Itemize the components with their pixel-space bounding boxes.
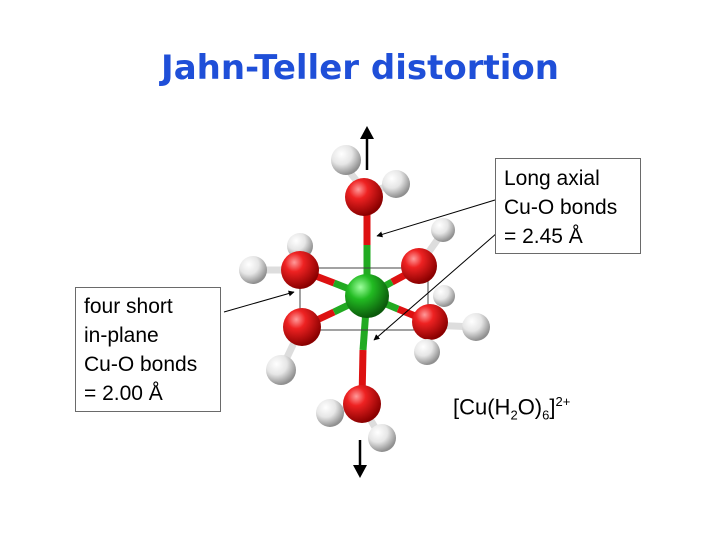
axial-arrow-down — [353, 440, 367, 478]
hydrogen-atom — [316, 399, 344, 427]
water-top — [331, 145, 410, 216]
formula-mid: O) — [517, 394, 543, 420]
hydrogen-atom — [239, 256, 267, 284]
oxygen-atom — [401, 248, 437, 284]
water-left-back — [239, 251, 319, 289]
hydrogen-atom — [431, 218, 455, 242]
callout-line: four short — [84, 295, 173, 318]
equatorial-plane-outline — [299, 267, 429, 331]
pointer-inplane — [223, 290, 295, 313]
oxygen-atom — [283, 308, 321, 346]
water-right-back — [401, 248, 437, 284]
formula-charge: 2+ — [555, 394, 571, 409]
water-right-front — [412, 304, 490, 365]
hydrogen-atom — [331, 145, 361, 175]
hydrogen-atom — [462, 313, 490, 341]
copper-atom — [345, 274, 389, 318]
hydrogen-atom — [382, 170, 410, 198]
oxygen-atom — [412, 304, 448, 340]
hydrogen-atom — [266, 355, 296, 385]
oxygen-atom — [343, 385, 381, 423]
water-left-front — [266, 308, 321, 385]
callout-pointers — [223, 199, 498, 341]
callout-line: = 2.45 Å — [504, 225, 583, 248]
callout-line: = 2.00 Å — [84, 382, 163, 405]
callout-long-axial-bonds: Long axial Cu-O bonds = 2.45 Å — [495, 158, 641, 254]
callout-in-plane-bonds: four short in-plane Cu-O bonds = 2.00 Å — [75, 287, 221, 412]
slide-title: Jahn-Teller distortion — [161, 48, 559, 88]
callout-line: Cu-O bonds — [504, 196, 618, 219]
hydrogen-atom — [433, 285, 455, 307]
callout-line: Cu-O bonds — [84, 353, 198, 376]
oxygen-atom — [281, 251, 319, 289]
hydrogen-atom — [414, 339, 440, 365]
water-bottom — [316, 385, 396, 452]
pointer-axial-top — [376, 199, 496, 238]
formula-close: ] — [549, 394, 556, 420]
hydrogen-atom — [368, 424, 396, 452]
oxygen-atom — [345, 178, 383, 216]
axial-arrow-up — [360, 126, 374, 170]
formula-open: [Cu(H — [453, 394, 511, 420]
callout-line: Long axial — [504, 167, 600, 190]
callout-line: in-plane — [84, 324, 159, 347]
formula-sub-2: 2 — [510, 407, 518, 423]
complex-formula: [Cu(H2O)6]2+ — [453, 394, 570, 423]
formula-sub-6: 6 — [542, 407, 550, 423]
pointer-axial-bottom — [373, 232, 498, 341]
